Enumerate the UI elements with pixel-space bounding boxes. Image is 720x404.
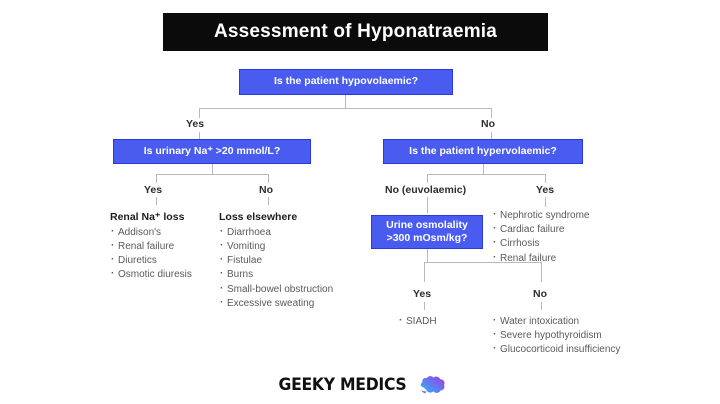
connector-root-left-drop [199,108,200,118]
list-item: Cardiac failure [492,222,642,237]
page-title: Assessment of Hyponatraemia [163,13,548,51]
connector-root-span [199,108,492,109]
connector-osmo-stem [427,249,428,262]
edge-label-root-yes: Yes [186,118,205,130]
page-title-text: Assessment of Hyponatraemia [213,21,498,42]
connector-urinary-stem [212,164,213,174]
list-item: Nephrotic syndrome [492,208,642,223]
outcome-list-loss-elsewhere: Loss elsewhere Diarrhoea Vomiting Fistul… [219,210,335,311]
edge-label-urinary-no: No [259,184,273,196]
connector-root-stem [345,95,346,108]
list-item: Cirrhosis [492,236,642,251]
decision-node-urine-osmolality-line2: >300 mOsm/kg? [386,232,468,244]
connector-urinary-left-drop [156,174,157,183]
outcome-list-osmo-yes-items: SIADH [398,314,488,329]
decision-node-urine-osmolality[interactable]: Urine osmolality >300 mOsm/kg? [371,215,483,249]
list-item: Severe hypothyroidism [492,328,672,343]
list-item: Fistulae [219,253,335,268]
edge-label-osmo-yes: Yes [413,288,432,300]
brain-icon [421,376,446,394]
connector-hyper-right-drop [545,174,546,183]
edge-label-urinary-yes: Yes [144,184,163,196]
outcome-list-hypervolaemic-causes-items: Nephrotic syndrome Cardiac failure Cirrh… [492,208,642,266]
connector-root-left-tail [199,132,200,140]
list-item: Small-bowel obstruction [219,282,335,297]
list-item: Osmotic diuresis [110,267,218,282]
list-item: Excessive sweating [219,296,335,311]
connector-hyper-right-tail [545,197,546,207]
outcome-list-osmo-no: Water intoxication Severe hypothyroidism… [492,314,672,358]
decision-node-hypervolaemic[interactable]: Is the patient hypervolaemic? [383,139,583,164]
decision-node-urinary-na[interactable]: Is urinary Na⁺ >20 mmol/L? [113,139,311,164]
connector-root-right-drop [491,108,492,118]
connector-root-right-tail [491,132,492,140]
decision-node-hypovolaemic-label: Is the patient hypovolaemic? [273,75,419,88]
edge-label-root-no: No [481,118,495,130]
list-item: Diuretics [110,253,218,268]
connector-urinary-right-tail [268,197,269,205]
list-item: Renal failure [110,239,218,254]
outcome-list-loss-elsewhere-items: Diarrhoea Vomiting Fistulae Burns Small-… [219,225,335,311]
brand-footer: GEEKY MEDICS [0,374,720,396]
outcome-list-hypervolaemic-causes: Nephrotic syndrome Cardiac failure Cirrh… [492,208,642,266]
connector-hyper-left-tail [427,197,428,213]
list-item: Water intoxication [492,314,672,329]
outcome-list-renal-na-loss-heading: Renal Na⁺ loss [110,211,185,223]
edge-label-hyper-yes: Yes [536,184,555,196]
connector-hyper-stem [483,164,484,174]
list-item: Addison's [110,225,218,240]
list-item: Burns [219,267,335,282]
connector-osmo-left-drop [424,262,425,282]
list-item: Glucocorticoid insufficiency [492,342,672,357]
connector-osmo-span [424,262,542,263]
edge-label-hyper-no: No (euvolaemic) [385,184,467,196]
decision-node-urine-osmolality-line1: Urine osmolality [386,218,468,231]
connector-osmo-left-tail [424,302,425,310]
edge-label-osmo-no: No [533,288,547,300]
outcome-list-osmo-no-items: Water intoxication Severe hypothyroidism… [492,314,672,358]
brand-name: GEEKY MEDICS [278,375,406,395]
outcome-list-osmo-yes: SIADH [398,314,488,329]
connector-urinary-span [156,174,269,175]
decision-node-hypervolaemic-label: Is the patient hypervolaemic? [409,144,557,157]
connector-osmo-right-drop [541,262,542,282]
list-item: Renal failure [492,251,642,266]
outcome-list-renal-na-loss-items: Addison's Renal failure Diuretics Osmoti… [110,225,218,283]
connector-urinary-left-tail [156,197,157,205]
list-item: SIADH [398,314,488,329]
outcome-list-loss-elsewhere-heading: Loss elsewhere [219,211,298,223]
connector-hyper-span [427,174,545,175]
outcome-list-renal-na-loss: Renal Na⁺ loss Addison's Renal failure D… [110,210,218,283]
decision-node-urinary-na-label: Is urinary Na⁺ >20 mmol/L? [143,144,281,157]
list-item: Diarrhoea [219,225,335,240]
connector-osmo-right-tail [541,302,542,310]
decision-node-hypovolaemic[interactable]: Is the patient hypovolaemic? [239,69,453,95]
list-item: Vomiting [219,239,335,254]
connector-hyper-left-drop [427,174,428,183]
connector-urinary-right-drop [268,174,269,183]
